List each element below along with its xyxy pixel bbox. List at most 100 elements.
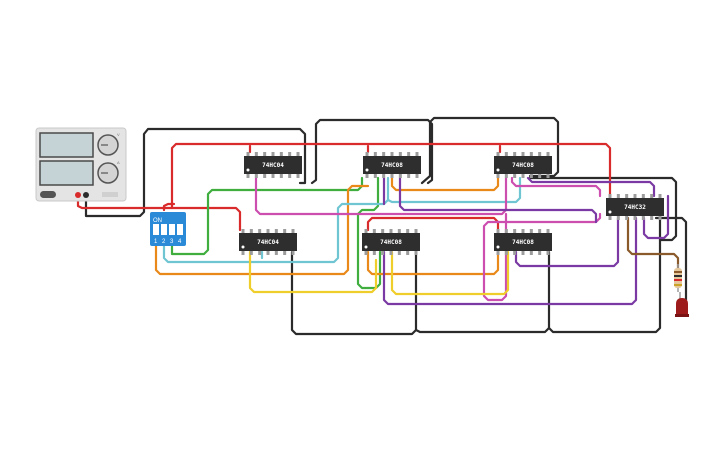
chip-pin[interactable] [407,174,411,178]
chip-pin[interactable] [291,251,295,255]
chip-u2[interactable]: 74HC08 [363,152,421,178]
chip-pin[interactable] [538,251,542,255]
chip-pin[interactable] [504,229,508,233]
chip-pin[interactable] [658,216,662,220]
wire-brown-or-resistor[interactable] [626,216,680,270]
chip-pin[interactable] [389,251,393,255]
chip-pin[interactable] [364,229,368,233]
chip-pin[interactable] [650,194,654,198]
wire-magenta-u6-loop[interactable] [482,212,602,302]
chip-pin[interactable] [398,174,402,178]
chip-pin[interactable] [241,229,245,233]
wire-green-dip-to-u1[interactable] [170,176,364,256]
power-switch[interactable] [40,191,56,198]
wire-black-bottom-1[interactable] [290,250,418,336]
chip-pin[interactable] [398,152,402,156]
wire-black-right-bus[interactable] [528,176,678,242]
chip-pin[interactable] [381,251,385,255]
wire-black-u2-top[interactable] [310,118,434,185]
chip-pin[interactable] [504,174,508,178]
chip-pin[interactable] [373,152,377,156]
chip-pin[interactable] [390,152,394,156]
chip-pin[interactable] [529,229,533,233]
chip-pin[interactable] [641,194,645,198]
dip-toggle-3[interactable] [169,224,175,235]
chip-body[interactable] [363,156,421,174]
chip-pin[interactable] [241,251,245,255]
chip-pin[interactable] [633,194,637,198]
chip-pin[interactable] [382,174,386,178]
chip-pin[interactable] [372,229,376,233]
chip-pin[interactable] [283,251,287,255]
chip-pin[interactable] [263,174,267,178]
chip-pin[interactable] [274,251,278,255]
chip-pin[interactable] [504,251,508,255]
chip-pin[interactable] [625,216,629,220]
chip-pin[interactable] [249,251,253,255]
chip-pin[interactable] [397,251,401,255]
chip-pin[interactable] [496,251,500,255]
chip-pin[interactable] [616,194,620,198]
chip-pin[interactable] [246,152,250,156]
chip-pin[interactable] [513,174,517,178]
chip-body[interactable] [239,233,297,251]
chip-body[interactable] [362,233,420,251]
chip-pin[interactable] [291,229,295,233]
chip-pin[interactable] [296,152,300,156]
chip-u6[interactable]: 74HC08 [494,229,552,255]
chip-pin[interactable] [415,152,419,156]
chip-pin[interactable] [279,152,283,156]
chip-pin[interactable] [521,251,525,255]
chip-pin[interactable] [546,152,550,156]
chip-pin[interactable] [266,251,270,255]
chip-pin[interactable] [608,216,612,220]
chip-pin[interactable] [263,152,267,156]
chip-pin[interactable] [521,174,525,178]
chip-pin[interactable] [529,174,533,178]
chip-pin[interactable] [373,174,377,178]
chip-pin[interactable] [641,216,645,220]
resistor-icon[interactable] [674,264,682,292]
power-supply-icon[interactable]: V A [35,127,127,202]
chip-pin[interactable] [658,194,662,198]
chip-pin[interactable] [279,174,283,178]
chip-pin[interactable] [546,229,550,233]
chip-pin[interactable] [504,152,508,156]
chip-pin[interactable] [283,229,287,233]
chip-pin[interactable] [513,152,517,156]
chip-pin[interactable] [415,174,419,178]
chip-pin[interactable] [633,216,637,220]
chip-pin[interactable] [372,251,376,255]
chip-pin[interactable] [365,152,369,156]
chip-pin[interactable] [521,229,525,233]
chip-pin[interactable] [365,174,369,178]
chip-u7[interactable]: 74HC32 [606,194,664,220]
chip-pin[interactable] [381,229,385,233]
wire-orange-u2-u3[interactable] [390,176,500,192]
wire-red-vcc-main[interactable] [76,194,242,232]
chip-pin[interactable] [625,194,629,198]
chip-pin[interactable] [414,229,418,233]
dip-toggle-1[interactable] [153,224,159,235]
wire-red-dip-top[interactable] [162,202,176,212]
dip-toggle-2[interactable] [161,224,167,235]
chip-pin[interactable] [364,251,368,255]
chip-pin[interactable] [538,152,542,156]
chip-pin[interactable] [296,174,300,178]
chip-body[interactable] [494,233,552,251]
wire-purple-bottom[interactable] [382,216,638,306]
chip-pin[interactable] [288,174,292,178]
chip-pin[interactable] [271,174,275,178]
chip-pin[interactable] [266,229,270,233]
chip-u5[interactable]: 74HC08 [362,229,420,255]
wire-orange-lower[interactable] [366,250,500,276]
chip-pin[interactable] [496,229,500,233]
chip-pin[interactable] [258,251,262,255]
chip-pin[interactable] [546,174,550,178]
dip-switch-icon[interactable]: ON 1 2 3 4 [150,212,186,246]
chip-pin[interactable] [274,229,278,233]
wire-magenta-to-or[interactable] [510,176,602,198]
chip-pin[interactable] [254,174,258,178]
chip-pin[interactable] [258,229,262,233]
